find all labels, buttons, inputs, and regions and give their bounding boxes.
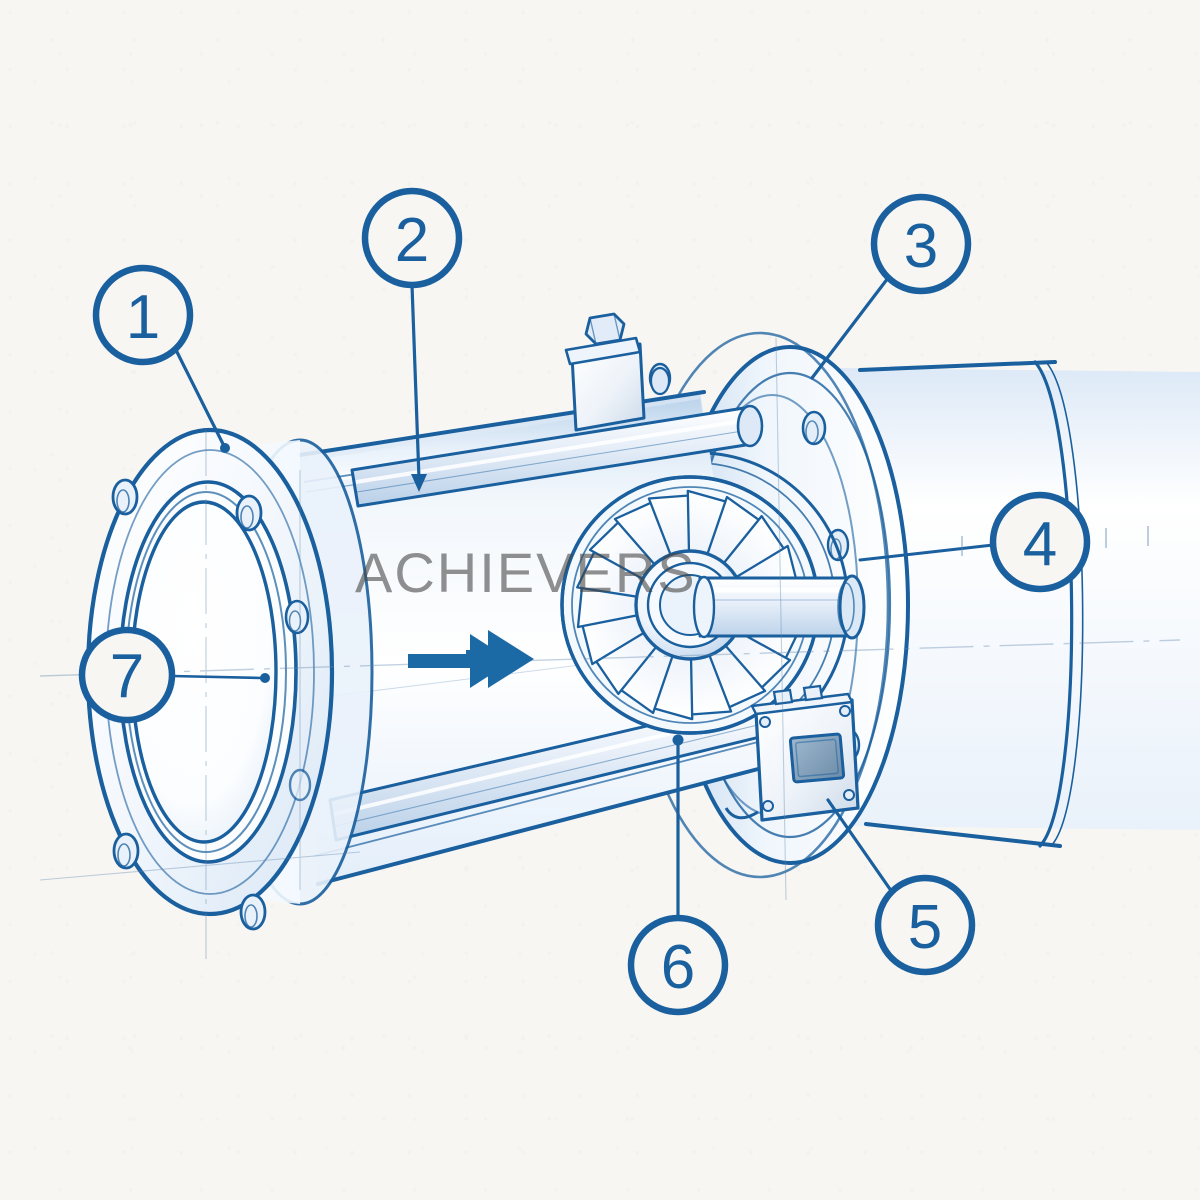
callout-4-label: 4	[1023, 510, 1057, 579]
flow-direction-arrows	[408, 630, 534, 688]
leader-7	[170, 674, 264, 680]
callout-6[interactable]: 6	[627, 914, 729, 1016]
leader-dot-7	[260, 673, 270, 683]
valve-fitting-block	[564, 312, 671, 432]
drive-shaft	[692, 574, 866, 640]
axis-centerline-ticks	[961, 526, 1149, 556]
callout-7-label: 7	[110, 642, 144, 711]
callout-3-label: 3	[904, 212, 938, 281]
leader-5	[826, 798, 894, 894]
callout-1[interactable]: 1	[92, 264, 194, 366]
watermark-text: ACHIEVERS	[355, 541, 697, 604]
leader-4	[858, 543, 995, 562]
callout-7[interactable]: 7	[78, 626, 176, 724]
callout-terminators	[220, 443, 684, 746]
flow-arrow-1	[408, 634, 512, 688]
inlet-flange-bolt-holes	[111, 478, 312, 931]
callout-leaders	[170, 276, 995, 920]
callout-3[interactable]: 3	[870, 193, 972, 295]
callout-6-label: 6	[661, 933, 695, 1002]
callout-1-label: 1	[126, 283, 160, 352]
sensor-display-screen	[788, 732, 846, 784]
leader-dot-1	[220, 443, 230, 453]
leader-2	[410, 283, 421, 481]
callout-2[interactable]: 2	[361, 187, 463, 289]
flow-arrow-2	[466, 630, 534, 688]
inlet-flange	[85, 427, 374, 931]
callout-5[interactable]: 5	[874, 874, 976, 976]
leader-arrowhead-2	[411, 474, 427, 492]
sensor-box-terminals	[772, 684, 824, 706]
valve-hex-nut	[584, 312, 626, 346]
construction-lines	[39, 337, 1181, 960]
sensor-junction-box[interactable]	[724, 684, 860, 822]
sensor-box-bolts	[759, 705, 855, 812]
tie-rod-top	[350, 404, 764, 508]
leader-dot-6	[672, 734, 684, 746]
callout-5-label: 5	[908, 893, 942, 962]
callout-4[interactable]: 4	[989, 491, 1091, 593]
leader-1	[174, 348, 226, 448]
leader-3	[810, 276, 890, 380]
callout-2-label: 2	[395, 206, 429, 275]
callout-badges[interactable]: 1 2 3 4 5 6	[78, 187, 1091, 1016]
